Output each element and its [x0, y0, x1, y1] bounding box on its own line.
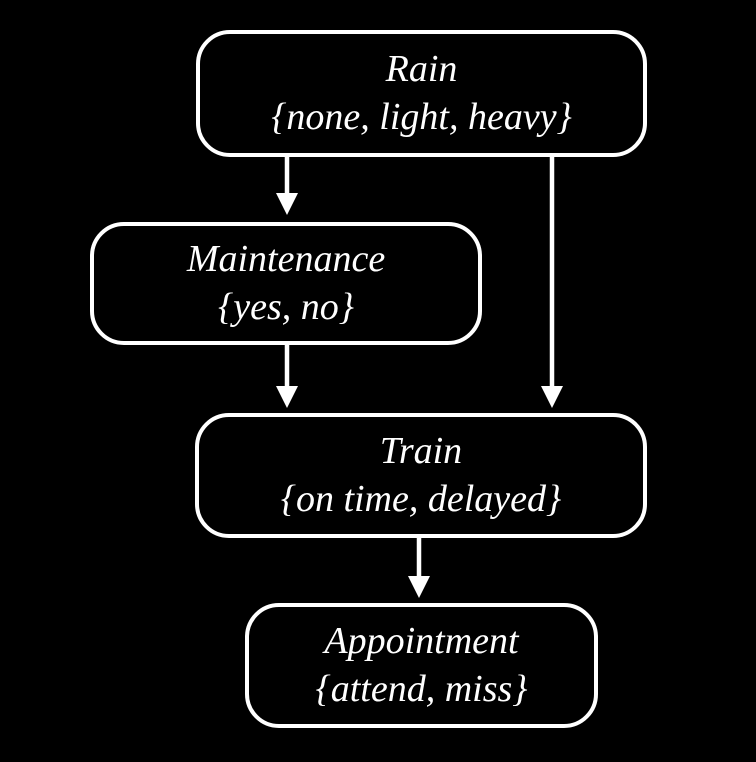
edge-rain-train	[541, 157, 563, 408]
edge-rain-maintenance	[276, 157, 298, 215]
node-rain: Rain {none, light, heavy}	[196, 30, 647, 157]
node-rain-domain: {none, light, heavy}	[271, 95, 572, 138]
node-maintenance: Maintenance {yes, no}	[90, 222, 482, 345]
node-train: Train {on time, delayed}	[195, 413, 647, 538]
edge-maintenance-train	[276, 345, 298, 408]
node-appointment-label: Appointment	[324, 620, 519, 662]
edge-train-appointment	[408, 538, 430, 598]
node-maintenance-label: Maintenance	[186, 238, 386, 280]
node-train-label: Train	[379, 430, 463, 472]
node-rain-label: Rain	[385, 48, 458, 90]
node-appointment-domain: {attend, miss}	[315, 667, 528, 710]
node-maintenance-domain: {yes, no}	[218, 285, 354, 328]
node-appointment: Appointment {attend, miss}	[245, 603, 598, 728]
node-train-domain: {on time, delayed}	[280, 477, 562, 520]
